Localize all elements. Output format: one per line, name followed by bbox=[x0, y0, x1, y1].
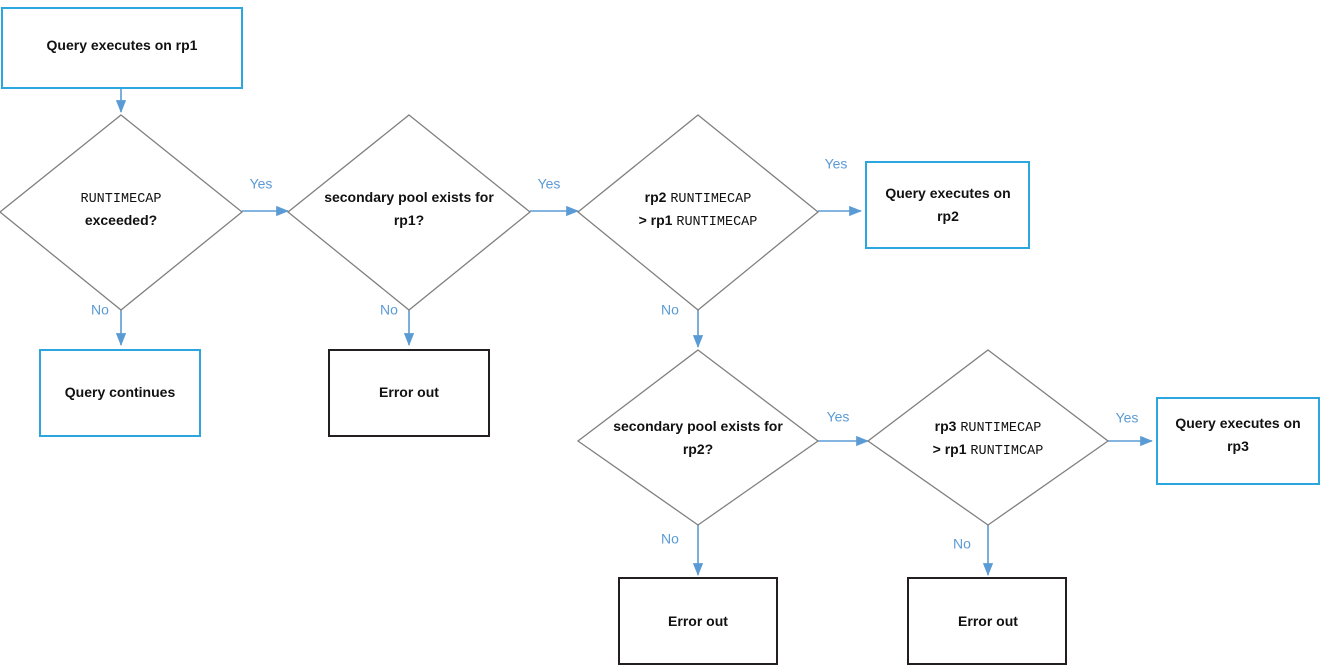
node-text-line: > rp1 RUNTIMCAP bbox=[933, 441, 1044, 459]
edge-label-d1-yes: Yes bbox=[250, 176, 273, 192]
node-text-line: rp2? bbox=[683, 441, 713, 457]
edge-label-d4-yes: Yes bbox=[827, 409, 850, 425]
node-shape bbox=[1156, 397, 1320, 485]
node-query-continues[interactable]: Query continues bbox=[39, 349, 201, 437]
node-text-line: > rp1 RUNTIMECAP bbox=[639, 212, 758, 230]
node-text-line: secondary pool exists for bbox=[613, 418, 783, 434]
node-text-line: rp2 bbox=[937, 208, 959, 224]
node-text-line: Error out bbox=[379, 384, 439, 400]
node-error-out-3[interactable]: Error out bbox=[907, 577, 1067, 665]
node-text-line: rp3 RUNTIMECAP bbox=[935, 418, 1042, 436]
node-decision-rp3-runtimecap[interactable]: rp3 RUNTIMECAP > rp1 RUNTIMCAP bbox=[866, 349, 1110, 526]
node-text-line: Query continues bbox=[65, 384, 176, 400]
edge-label-d2-no: No bbox=[380, 302, 398, 318]
edge-label-d1-no: No bbox=[91, 302, 109, 318]
edge-label-d5-yes: Yes bbox=[1116, 410, 1139, 426]
node-shape bbox=[576, 349, 820, 526]
node-text-line: Error out bbox=[668, 613, 728, 629]
node-text-line: Error out bbox=[958, 613, 1018, 629]
node-text-line: secondary pool exists for bbox=[324, 189, 494, 205]
node-text-line: Query executes on bbox=[885, 185, 1010, 201]
edge-label-d3-no: No bbox=[661, 302, 679, 318]
node-text-line: RUNTIMECAP bbox=[80, 192, 161, 207]
edge-labels-layer: Yes No Yes No Yes No Yes No Yes No bbox=[91, 156, 1138, 552]
edge-label-d4-no: No bbox=[661, 531, 679, 547]
node-decision-rp2-runtimecap[interactable]: rp2 RUNTIMECAP > rp1 RUNTIMECAP bbox=[576, 114, 820, 311]
node-decision-secondary-pool-rp1[interactable]: secondary pool exists for rp1? bbox=[286, 114, 532, 311]
node-shape bbox=[0, 114, 244, 311]
node-decision-runtimecap-exceeded[interactable]: RUNTIMECAP exceeded? bbox=[0, 114, 244, 311]
node-error-out-1[interactable]: Error out bbox=[328, 349, 490, 437]
nodes-layer: Query executes on rp1 RUNTIMECAP exceede… bbox=[0, 7, 1320, 665]
edge-label-d3-yes: Yes bbox=[825, 156, 848, 172]
node-shape bbox=[618, 577, 778, 665]
node-shape bbox=[39, 349, 201, 437]
node-shape bbox=[576, 114, 820, 311]
edge-label-d2-yes: Yes bbox=[538, 176, 561, 192]
node-decision-secondary-pool-rp2[interactable]: secondary pool exists for rp2? bbox=[576, 349, 820, 526]
edge-label-d5-no: No bbox=[953, 536, 971, 552]
node-text-line: Query executes on bbox=[1175, 415, 1300, 431]
node-shape bbox=[907, 577, 1067, 665]
node-query-executes-rp1[interactable]: Query executes on rp1 bbox=[1, 7, 243, 89]
node-shape bbox=[328, 349, 490, 437]
node-text-line: rp1? bbox=[394, 212, 424, 228]
node-text-line: rp3 bbox=[1227, 438, 1249, 454]
node-shape bbox=[865, 161, 1030, 249]
node-text-line: Query executes on rp1 bbox=[47, 37, 198, 53]
node-shape bbox=[866, 349, 1110, 526]
node-shape bbox=[1, 7, 243, 89]
node-text-line: exceeded? bbox=[85, 212, 157, 228]
node-query-executes-rp2[interactable]: Query executes on rp2 bbox=[865, 161, 1030, 249]
node-shape bbox=[286, 114, 532, 311]
node-error-out-2[interactable]: Error out bbox=[618, 577, 778, 665]
node-text-line: rp2 RUNTIMECAP bbox=[645, 189, 752, 207]
node-query-executes-rp3[interactable]: Query executes on rp3 bbox=[1156, 397, 1320, 485]
